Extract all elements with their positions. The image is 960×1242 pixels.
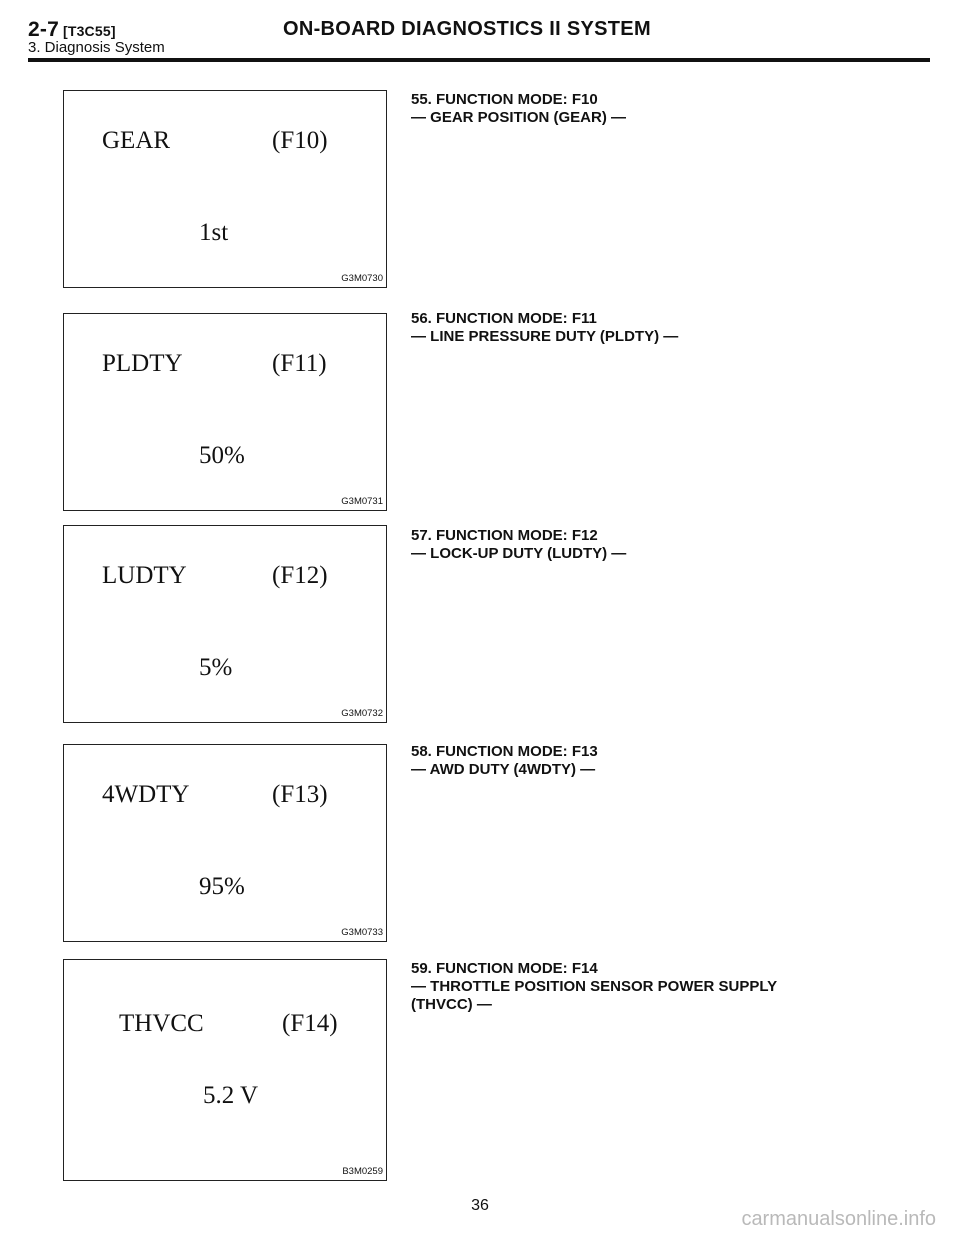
section-code: [T3C55] bbox=[62, 23, 116, 39]
page-number: 36 bbox=[471, 1197, 489, 1214]
section-subheading: — AWD DUTY (4WDTY) — bbox=[411, 761, 596, 778]
figure-id: G3M0731 bbox=[341, 496, 383, 507]
panel-value: 5.2 V bbox=[203, 1082, 259, 1109]
display-panel-f10: GEAR (F10) 1st G3M0730 bbox=[63, 90, 387, 288]
section-subheading: — GEAR POSITION (GEAR) — bbox=[411, 109, 627, 126]
panel-function: (F13) bbox=[272, 781, 328, 808]
panel-value: 95% bbox=[199, 873, 245, 900]
section-58: 58. FUNCTION MODE: F13 — AWD DUTY (4WDTY… bbox=[411, 743, 871, 779]
figure-id: B3M0259 bbox=[342, 1166, 383, 1177]
panel-label: 4WDTY bbox=[102, 781, 190, 808]
display-panel-f11: PLDTY (F11) 50% G3M0731 bbox=[63, 313, 387, 511]
page-subtitle: 3. Diagnosis System bbox=[28, 39, 165, 56]
figure-id: G3M0733 bbox=[341, 927, 383, 938]
section-subheading: — LINE PRESSURE DUTY (PLDTY) — bbox=[411, 328, 679, 345]
panel-label: PLDTY bbox=[102, 350, 183, 377]
watermark: carmanualsonline.info bbox=[741, 1208, 936, 1230]
panel-label: LUDTY bbox=[102, 562, 187, 589]
panel-value: 5% bbox=[199, 654, 233, 681]
panel-label: THVCC bbox=[119, 1010, 204, 1037]
section-55: 55. FUNCTION MODE: F10 — GEAR POSITION (… bbox=[411, 91, 871, 127]
panel-function: (F14) bbox=[282, 1010, 338, 1037]
section-number: 2-7[T3C55] bbox=[28, 18, 116, 41]
section-heading: 59. FUNCTION MODE: F14 bbox=[411, 960, 598, 977]
page-title: ON-BOARD DIAGNOSTICS II SYSTEM bbox=[283, 18, 651, 40]
display-panel-f13: 4WDTY (F13) 95% G3M0733 bbox=[63, 744, 387, 942]
panel-value: 1st bbox=[199, 219, 229, 246]
display-panel-f14: THVCC (F14) 5.2 V B3M0259 bbox=[63, 959, 387, 1181]
section-heading: 57. FUNCTION MODE: F12 bbox=[411, 527, 598, 544]
section-subheading: — THROTTLE POSITION SENSOR POWER SUPPLY bbox=[411, 978, 778, 995]
panel-function: (F10) bbox=[272, 127, 328, 154]
panel-function: (F11) bbox=[272, 350, 327, 377]
panel-function: (F12) bbox=[272, 562, 328, 589]
section-subheading: — LOCK-UP DUTY (LUDTY) — bbox=[411, 545, 627, 562]
section-subheading-continued: (THVCC) — bbox=[411, 996, 492, 1013]
panel-value: 50% bbox=[199, 442, 245, 469]
panel-label: GEAR bbox=[102, 127, 171, 154]
figure-id: G3M0730 bbox=[341, 273, 383, 284]
figure-id: G3M0732 bbox=[341, 708, 383, 719]
section-heading: 58. FUNCTION MODE: F13 bbox=[411, 743, 598, 760]
section-57: 57. FUNCTION MODE: F12 — LOCK-UP DUTY (L… bbox=[411, 527, 871, 563]
section-heading: 55. FUNCTION MODE: F10 bbox=[411, 91, 598, 108]
section-heading: 56. FUNCTION MODE: F11 bbox=[411, 310, 597, 327]
section-56: 56. FUNCTION MODE: F11 — LINE PRESSURE D… bbox=[411, 310, 871, 346]
section-59: 59. FUNCTION MODE: F14 — THROTTLE POSITI… bbox=[411, 960, 871, 1014]
header-rule bbox=[28, 58, 930, 62]
display-panel-f12: LUDTY (F12) 5% G3M0732 bbox=[63, 525, 387, 723]
